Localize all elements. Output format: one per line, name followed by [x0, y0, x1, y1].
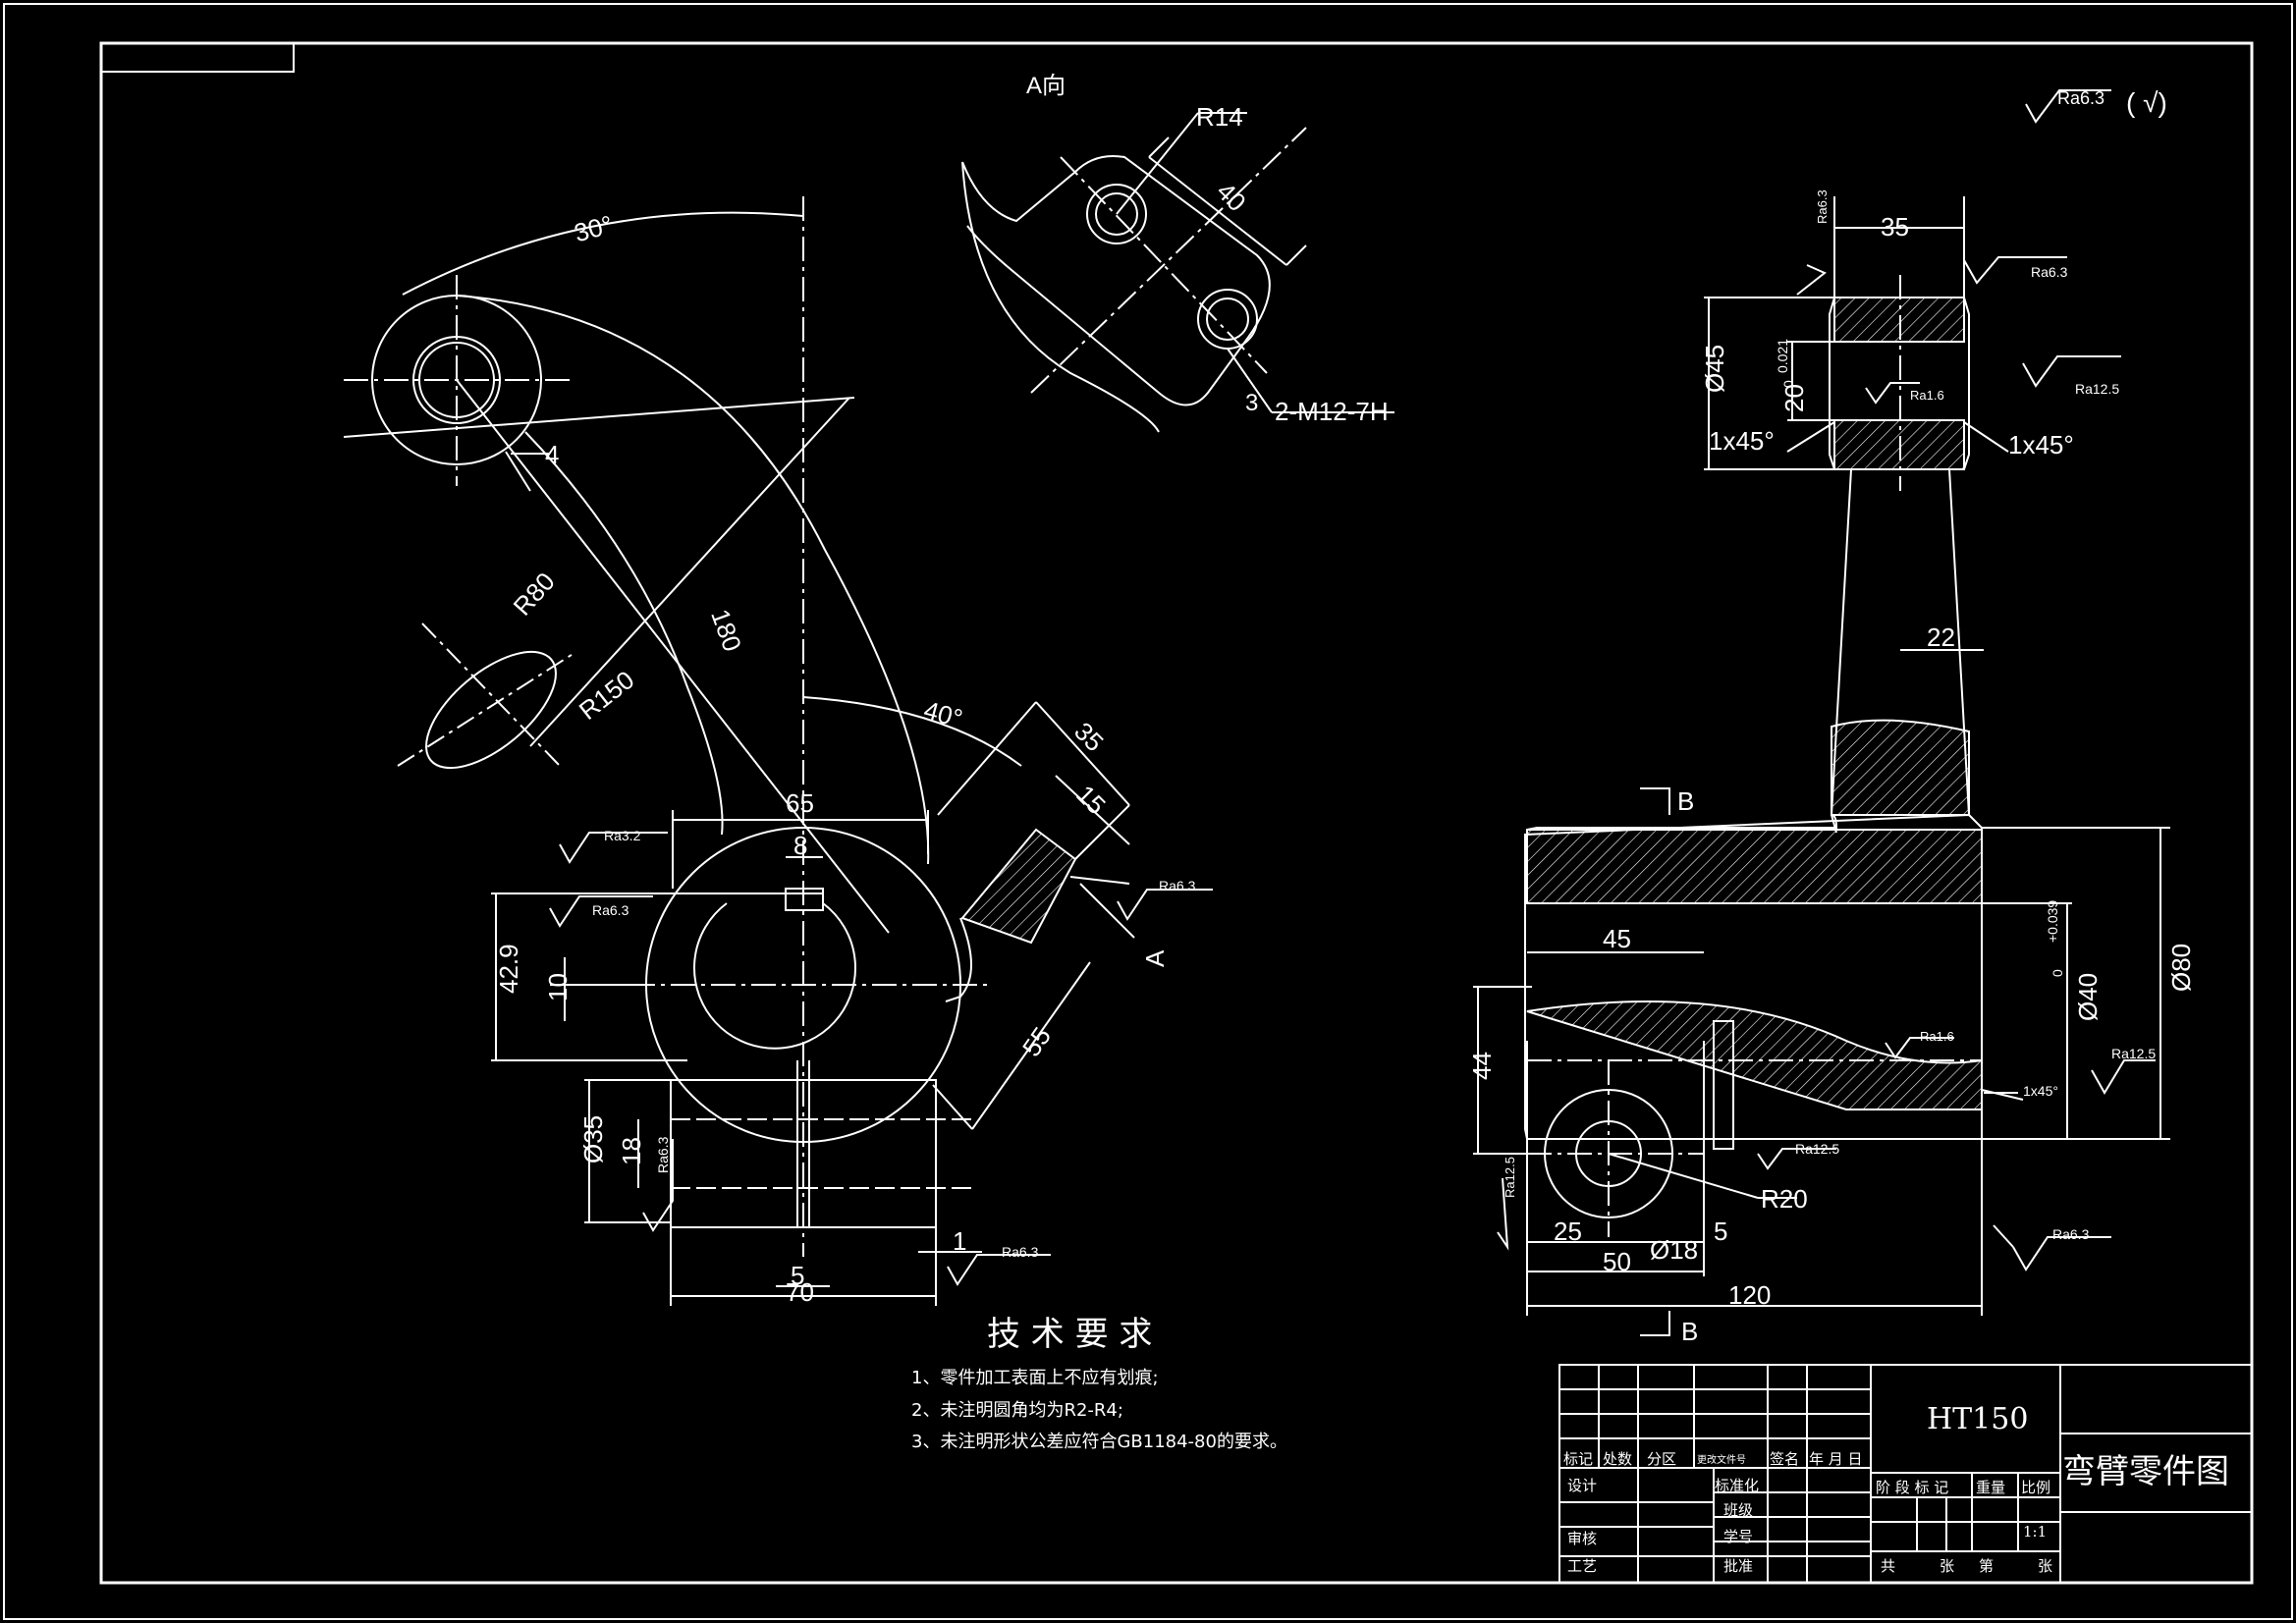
- svg-text:Ra6.3: Ra6.3: [1815, 189, 1830, 224]
- svg-text:A: A: [1140, 949, 1170, 967]
- svg-text:张: 张: [1940, 1557, 1954, 1575]
- requirement-2: 2、未注明圆角均为R2-R4;: [911, 1400, 1123, 1421]
- svg-text:5: 5: [1714, 1217, 1727, 1246]
- svg-text:Ra12.5: Ra12.5: [1795, 1141, 1839, 1157]
- svg-text:签名: 签名: [1770, 1450, 1799, 1468]
- svg-text:Ra12.5: Ra12.5: [1503, 1157, 1517, 1198]
- svg-text:25: 25: [1554, 1217, 1582, 1246]
- view-a-label: A向: [1026, 73, 1066, 99]
- part-name: 弯臂零件图: [2062, 1452, 2229, 1491]
- svg-text:班级: 班级: [1723, 1501, 1753, 1519]
- inner-frame: [99, 41, 2254, 1585]
- svg-text:比例: 比例: [2021, 1479, 2050, 1496]
- svg-text:1x45°: 1x45°: [1709, 426, 1775, 456]
- svg-text:年 月 日: 年 月 日: [1809, 1450, 1863, 1468]
- svg-text:Ø45: Ø45: [1700, 345, 1729, 393]
- svg-text:1:1: 1:1: [2023, 1523, 2047, 1541]
- svg-text:20: 20: [1779, 384, 1809, 412]
- svg-text:Ø40: Ø40: [2073, 973, 2103, 1021]
- svg-text:50: 50: [1603, 1247, 1631, 1276]
- svg-text:Ra1.6: Ra1.6: [1910, 388, 1944, 403]
- svg-text:Ra6.3: Ra6.3: [592, 902, 629, 918]
- svg-text:Ra6.3: Ra6.3: [655, 1136, 671, 1173]
- svg-text:Ra12.5: Ra12.5: [2111, 1046, 2156, 1061]
- svg-text:标记: 标记: [1563, 1450, 1593, 1468]
- svg-text:Ra6.3: Ra6.3: [2057, 88, 2105, 108]
- svg-text:Ra6.3: Ra6.3: [2031, 264, 2068, 280]
- technical-requirements: 技 术 要 求 1、零件加工表面上不应有划痕; 2、未注明圆角均为R2-R4; …: [911, 1315, 1287, 1452]
- view-a: A向 R14 40 3 2-M12-7H: [961, 73, 1394, 433]
- svg-text:审核: 审核: [1567, 1530, 1597, 1547]
- svg-text:18: 18: [617, 1137, 646, 1165]
- requirement-1: 1、零件加工表面上不应有划痕;: [911, 1368, 1159, 1388]
- svg-text:70: 70: [786, 1277, 814, 1307]
- svg-text:+0.039: +0.039: [2045, 900, 2060, 943]
- outer-border: [3, 3, 2293, 1620]
- svg-text:42.9: 42.9: [494, 944, 523, 994]
- svg-text:0: 0: [2050, 969, 2065, 977]
- svg-text:35: 35: [1881, 212, 1909, 242]
- svg-text:( √): ( √): [2126, 87, 2167, 118]
- svg-text:张: 张: [2038, 1557, 2052, 1575]
- svg-text:Ra6.3: Ra6.3: [1002, 1244, 1039, 1260]
- svg-text:Ra6.3: Ra6.3: [1159, 878, 1196, 893]
- svg-text:B: B: [1677, 786, 1694, 816]
- svg-text:分区: 分区: [1647, 1450, 1676, 1468]
- requirements-title: 技 术 要 求: [987, 1315, 1152, 1354]
- svg-text:R20: R20: [1761, 1184, 1808, 1214]
- svg-text:重量: 重量: [1976, 1479, 2005, 1496]
- svg-text:120: 120: [1728, 1280, 1771, 1310]
- corner-box: [100, 42, 295, 73]
- svg-text:1x45°: 1x45°: [2008, 430, 2074, 460]
- svg-text:5: 5: [791, 1261, 804, 1290]
- svg-text:44: 44: [1467, 1052, 1497, 1080]
- svg-text:阶 段 标 记: 阶 段 标 记: [1876, 1479, 1948, 1496]
- svg-text:Ø18: Ø18: [1650, 1235, 1698, 1265]
- svg-text:Ra6.3: Ra6.3: [2052, 1226, 2090, 1242]
- title-block: HT150 弯臂零件图 标记 处数 分区 更改文件号 签名 年 月 日 设计 标…: [1558, 1364, 2253, 1584]
- requirement-3: 3、未注明形状公差应符合GB1184-80的要求。: [911, 1432, 1287, 1452]
- svg-text:22: 22: [1927, 622, 1955, 652]
- svg-text:标准化: 标准化: [1715, 1477, 1759, 1494]
- svg-text:8: 8: [793, 831, 807, 860]
- svg-text:设计: 设计: [1567, 1477, 1597, 1494]
- svg-text:B: B: [1681, 1317, 1698, 1346]
- svg-text:Ø80: Ø80: [2166, 944, 2196, 992]
- svg-text:1: 1: [953, 1226, 966, 1256]
- global-roughness: Ra6.3 ( √): [2025, 87, 2167, 124]
- svg-text:Ø35: Ø35: [578, 1115, 608, 1163]
- svg-text:批准: 批准: [1723, 1557, 1753, 1575]
- svg-text:0: 0: [1780, 380, 1796, 388]
- svg-text:第: 第: [1979, 1557, 1994, 1575]
- svg-text:处数: 处数: [1603, 1450, 1632, 1468]
- svg-text:65: 65: [786, 788, 814, 818]
- svg-text:3: 3: [1245, 390, 1258, 416]
- svg-text:Ra12.5: Ra12.5: [2075, 381, 2119, 397]
- side-view: 35 Ø45 20 0.021 0 1x45° 1x45° 22 B B 45 …: [1467, 189, 2196, 1346]
- svg-text:Ra3.2: Ra3.2: [604, 828, 641, 843]
- svg-text:1x45°: 1x45°: [2023, 1083, 2058, 1099]
- svg-text:45: 45: [1603, 924, 1631, 953]
- svg-text:Ra1.6: Ra1.6: [1920, 1029, 1954, 1044]
- svg-text:更改文件号: 更改文件号: [1697, 1453, 1746, 1466]
- svg-text:2-M12-7H: 2-M12-7H: [1275, 397, 1389, 426]
- svg-text:0.021: 0.021: [1775, 339, 1790, 373]
- material: HT150: [1927, 1402, 2028, 1436]
- svg-text:共: 共: [1881, 1557, 1895, 1575]
- svg-text:4: 4: [545, 440, 559, 469]
- svg-text:R14: R14: [1196, 102, 1243, 132]
- svg-text:工艺: 工艺: [1567, 1557, 1597, 1575]
- svg-text:学号: 学号: [1723, 1528, 1753, 1545]
- svg-text:10: 10: [543, 973, 573, 1001]
